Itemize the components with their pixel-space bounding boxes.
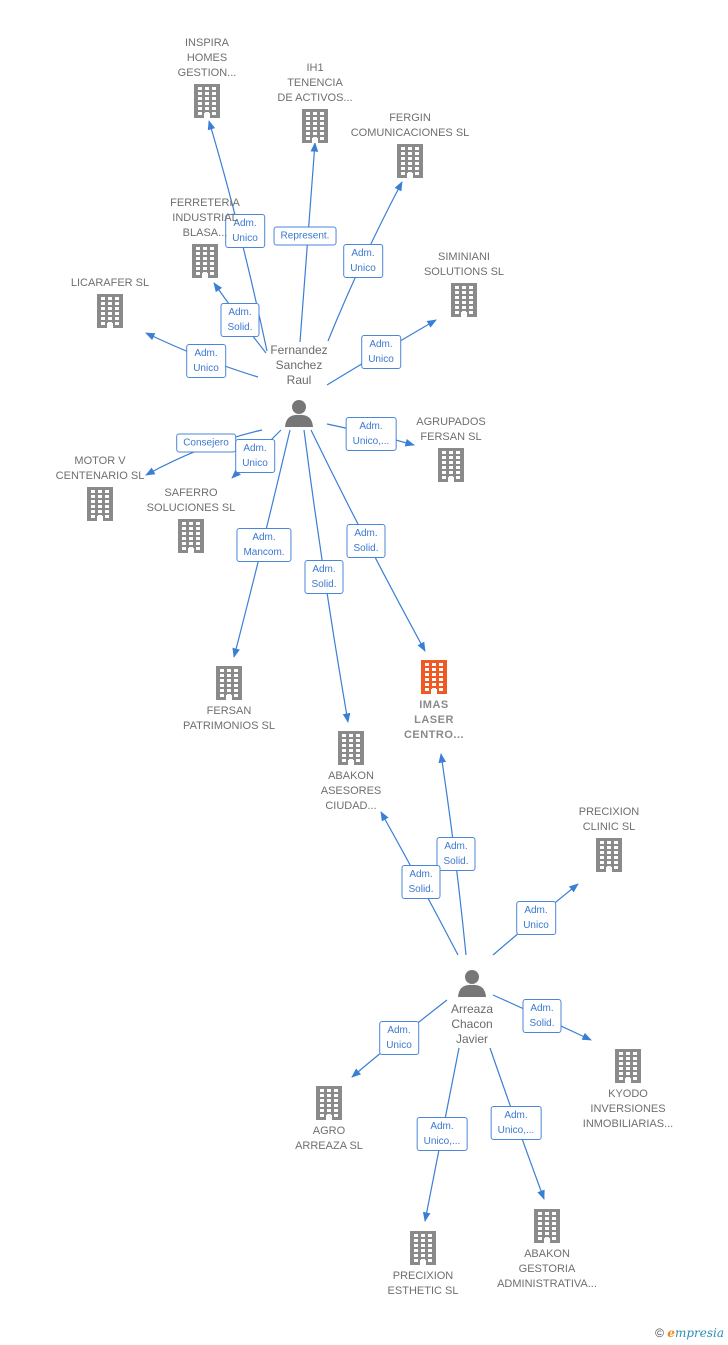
role-label[interactable]: Adm. Unico [361,335,401,369]
building-icon[interactable] [534,1209,560,1243]
company-name[interactable]: IH1 TENENCIA DE ACTIVOS... [277,62,353,104]
building-icon[interactable] [216,666,242,700]
building-icon[interactable] [338,731,364,765]
building-icon[interactable] [97,294,123,328]
company-name[interactable]: ABAKON ASESORES CIUDAD... [320,770,382,812]
company-name[interactable]: SAFERRO SOLUCIONES SL [146,487,236,514]
copyright-symbol: © [655,1326,664,1340]
building-icon[interactable] [397,144,423,178]
building-icon[interactable] [316,1086,342,1120]
person-icon[interactable] [285,400,313,427]
role-label[interactable]: Adm. Solid. [304,560,344,594]
company-name[interactable]: IMAS LASER CENTRO... [403,699,465,741]
role-label[interactable]: Adm. Unico [516,901,556,935]
company-name[interactable]: SIMINIANI SOLUTIONS SL [423,251,505,278]
focus-company-icon[interactable] [421,660,447,694]
building-icon[interactable] [596,838,622,872]
company-name[interactable]: FERGIN COMUNICACIONES SL [350,112,470,139]
company-name[interactable]: MOTOR V CENTENARIO SL [55,455,145,482]
company-name[interactable]: PRECIXION ESTHETIC SL [387,1270,459,1297]
role-label[interactable]: Adm. Unico [225,214,265,248]
role-label[interactable]: Adm. Unico [186,344,226,378]
role-label[interactable]: Consejero [176,433,236,453]
role-label[interactable]: Adm. Unico [379,1021,419,1055]
role-label[interactable]: Adm. Unico [235,439,275,473]
role-label[interactable]: Adm. Solid. [436,837,476,871]
building-icon[interactable] [615,1049,641,1083]
role-label[interactable]: Represent. [273,226,337,246]
nodes-layer [87,84,641,1265]
building-icon[interactable] [194,84,220,118]
company-name[interactable]: FERSAN PATRIMONIOS SL [183,705,275,732]
company-name[interactable]: INSPIRA HOMES GESTION... [177,37,237,79]
person-name[interactable]: Fernandez Sanchez Raul [270,343,328,387]
building-icon[interactable] [438,448,464,482]
building-icon[interactable] [410,1231,436,1265]
company-name[interactable]: AGRUPADOS FERSAN SL [416,416,486,443]
building-icon[interactable] [87,487,113,521]
role-label[interactable]: Adm. Solid. [522,999,562,1033]
company-name[interactable]: LICARAFER SL [70,277,150,289]
company-name[interactable]: FERRETERIA INDUSTRIAL BLASA... [170,197,240,239]
role-label[interactable]: Adm. Solid. [220,303,260,337]
company-name[interactable]: KYODO INVERSIONES INMOBILIARIAS... [582,1088,674,1130]
role-label[interactable]: Adm. Mancom. [236,528,292,562]
building-icon[interactable] [178,519,204,553]
role-label[interactable]: Adm. Solid. [401,865,441,899]
company-name[interactable]: ABAKON GESTORIA ADMINISTRATIVA... [497,1248,597,1290]
brand-logo[interactable]: empresia [667,1326,724,1340]
role-label[interactable]: Adm. Solid. [346,524,386,558]
edges-layer [145,120,592,1222]
person-icon[interactable] [458,970,486,997]
building-icon[interactable] [451,283,477,317]
role-label[interactable]: Adm. Unico,... [490,1106,542,1140]
person-name[interactable]: Arreaza Chacon Javier [450,1002,494,1046]
company-name[interactable]: PRECIXION CLINIC SL [578,806,640,833]
role-label[interactable]: Adm. Unico [343,244,383,278]
building-icon[interactable] [302,109,328,143]
role-label[interactable]: Adm. Unico,... [416,1117,468,1151]
footer-brand: © empresia [655,1326,724,1340]
company-name[interactable]: AGRO ARREAZA SL [295,1125,363,1152]
building-icon[interactable] [192,244,218,278]
role-label[interactable]: Adm. Unico,... [345,417,397,451]
